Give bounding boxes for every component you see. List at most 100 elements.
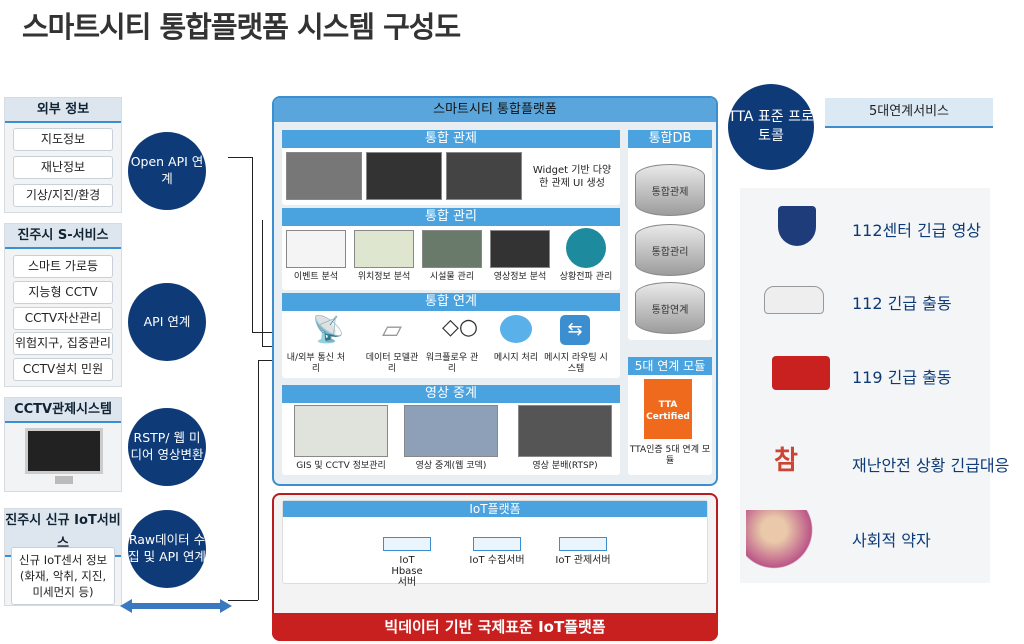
message-icon: [500, 315, 532, 343]
manage-caption: 시설물 관리: [429, 272, 475, 282]
cctv-group: CCTV관제시스템: [4, 397, 122, 492]
open-api-circle: Open API 연계: [128, 132, 206, 210]
server-icon: [559, 537, 607, 551]
video-caption: GIS 및 CCTV 정보관리: [296, 461, 386, 471]
location-screenshot: [354, 230, 414, 268]
external-item: 지도정보: [13, 128, 113, 151]
connector: [252, 157, 253, 332]
s-service-item: 스마트 가로등: [13, 255, 113, 278]
service-item: 119 긴급 출동: [852, 368, 952, 387]
tablet-icon: ▱: [382, 315, 402, 345]
facility-screenshot: [422, 230, 482, 268]
page-title: 스마트시티 통합플랫폼 시스템 구성도: [22, 10, 461, 44]
module-header: 5대 연계 모듈: [628, 357, 712, 375]
connector: [228, 157, 252, 158]
control-screenshot: [446, 152, 522, 200]
antenna-icon: 📡: [312, 315, 345, 345]
iot-service-body: 신규 IoT센서 정보 (화재, 악취, 지진, 미세먼지 등): [11, 547, 115, 605]
link-caption: 내/외부 통신 처리: [286, 353, 346, 374]
service-item: 112 긴급 출동: [852, 294, 952, 313]
link-caption: 데이터 모델관리: [365, 353, 419, 374]
external-info-group: 외부 정보 지도정보 재난정보 기상/지진/환경: [4, 97, 122, 213]
services-header: 5대연계서비스: [825, 98, 993, 128]
db-header: 통합DB: [628, 130, 712, 148]
s-service-item: CCTV자산관리: [13, 307, 113, 330]
database-icon: 통합관리: [635, 224, 705, 276]
external-item: 기상/지진/환경: [13, 184, 113, 207]
server-icon: [473, 537, 521, 551]
module-caption: TTA인증 5대 연계 모듈: [629, 445, 711, 466]
arrow-icon: [252, 332, 282, 333]
service-item: 재난안전 상황 긴급대응: [852, 456, 1010, 475]
fire-truck-icon: [772, 356, 830, 390]
s-service-group: 진주시 S-서비스 스마트 가로등 지능형 CCTV CCTV자산관리 위험지구…: [4, 223, 122, 387]
server-caption: IoT Hbase 서버: [391, 555, 423, 588]
video-caption: 영상 분배(RTSP): [532, 461, 598, 471]
service-item: 사회적 약자: [852, 531, 931, 550]
control-text: Widget 기반 다양한 관제 UI 생성: [532, 165, 612, 189]
link-caption: 워크플로우 관리: [425, 353, 479, 374]
s-service-item: 지능형 CCTV: [13, 281, 113, 304]
video-header: 영상 중계: [282, 385, 620, 403]
manage-header: 통합 관리: [282, 208, 620, 226]
rstp-circle: RSTP/ 웹 미디어 영상변환: [128, 408, 206, 486]
server-caption: IoT 관제서버: [555, 555, 611, 566]
gis-screenshot: [294, 405, 388, 457]
video-section: 영상 중계 GIS 및 CCTV 정보관리 영상 중계(웹 코덱) 영상 분배(…: [282, 385, 620, 475]
event-screenshot: [286, 230, 346, 268]
rtsp-screenshot: [518, 405, 612, 457]
s-service-item: CCTV설치 민원: [13, 358, 113, 381]
video-screenshot: [490, 230, 550, 268]
s-service-item: 위험지구, 집중관리: [13, 332, 113, 355]
relay-screenshot: [404, 405, 498, 457]
server-icon: [383, 537, 431, 551]
tta-protocol-circle: TTA 표준 프로토콜: [728, 84, 814, 170]
iot-platform-section: IoT플랫폼 IoT Hbase 서버 IoT 수집서버 IoT 관제서버: [282, 500, 708, 588]
connector: [228, 600, 258, 601]
control-header: 통합 관제: [282, 130, 620, 148]
link-caption: 메시지 라우팅 시스템: [544, 353, 608, 374]
iot-platform-header: IoT플랫폼: [283, 501, 707, 517]
module-section: 5대 연계 모듈 TTA Certified TTA인증 5대 연계 모듈: [628, 357, 712, 475]
database-icon: 통합연계: [635, 282, 705, 334]
iot-footer: 빅데이터 기반 국제표준 IoT플랫폼: [272, 613, 718, 641]
connector: [258, 360, 259, 600]
manage-caption: 위치정보 분석: [357, 272, 411, 282]
server-caption: IoT 수집서버: [469, 555, 525, 566]
api-circle: API 연계: [128, 283, 206, 361]
monitor-icon: [25, 428, 103, 474]
arrow-icon: [258, 360, 282, 361]
double-arrow-icon: [120, 598, 232, 613]
elderly-people-icon: [746, 510, 816, 576]
platform-title: 스마트시티 통합플랫폼: [274, 98, 716, 122]
routing-icon: ⇆: [560, 315, 590, 345]
manage-caption: 영상정보 분석: [493, 272, 547, 282]
link-caption: 메시지 처리: [493, 353, 539, 363]
cctv-header: CCTV관제시스템: [5, 398, 121, 423]
tta-logo: TTA Certified: [644, 379, 692, 439]
jinju-logo: 참: [774, 446, 798, 476]
police-badge-icon: [778, 206, 816, 246]
connector: [262, 220, 263, 346]
external-item: 재난정보: [13, 156, 113, 179]
video-caption: 영상 중계(웹 코덱): [415, 461, 487, 471]
raw-data-circle: Raw데이터 수집 및 API 연계: [128, 510, 206, 588]
manage-caption: 이벤트 분석: [293, 272, 339, 282]
link-section: 통합 연계 📡 ▱ ◇○ ⇆ 내/외부 통신 처리 데이터 모델관리 워크플로우…: [282, 293, 620, 378]
monitor-stand: [55, 476, 73, 484]
db-section: 통합DB 통합관제 통합관리 통합연계: [628, 130, 712, 340]
police-car-icon: [764, 286, 824, 314]
link-header: 통합 연계: [282, 293, 620, 311]
external-info-header: 외부 정보: [5, 98, 121, 123]
chat-icon: [566, 228, 606, 268]
manage-section: 통합 관리 이벤트 분석 위치정보 분석 시설물 관리 영상정보 분석 상황전파…: [282, 208, 620, 290]
control-section: 통합 관제 Widget 기반 다양한 관제 UI 생성: [282, 130, 620, 205]
database-icon: 통합관제: [635, 164, 705, 216]
service-item: 112센터 긴급 영상: [852, 221, 982, 240]
iot-service-group: 진주시 신규 IoT서비스 신규 IoT센서 정보 (화재, 악취, 지진, 미…: [4, 508, 122, 606]
workflow-icon: ◇○: [442, 315, 479, 340]
s-service-header: 진주시 S-서비스: [5, 224, 121, 249]
control-screenshot: [286, 152, 362, 200]
control-screenshot: [366, 152, 442, 200]
manage-caption: 상황전파 관리: [559, 272, 613, 282]
